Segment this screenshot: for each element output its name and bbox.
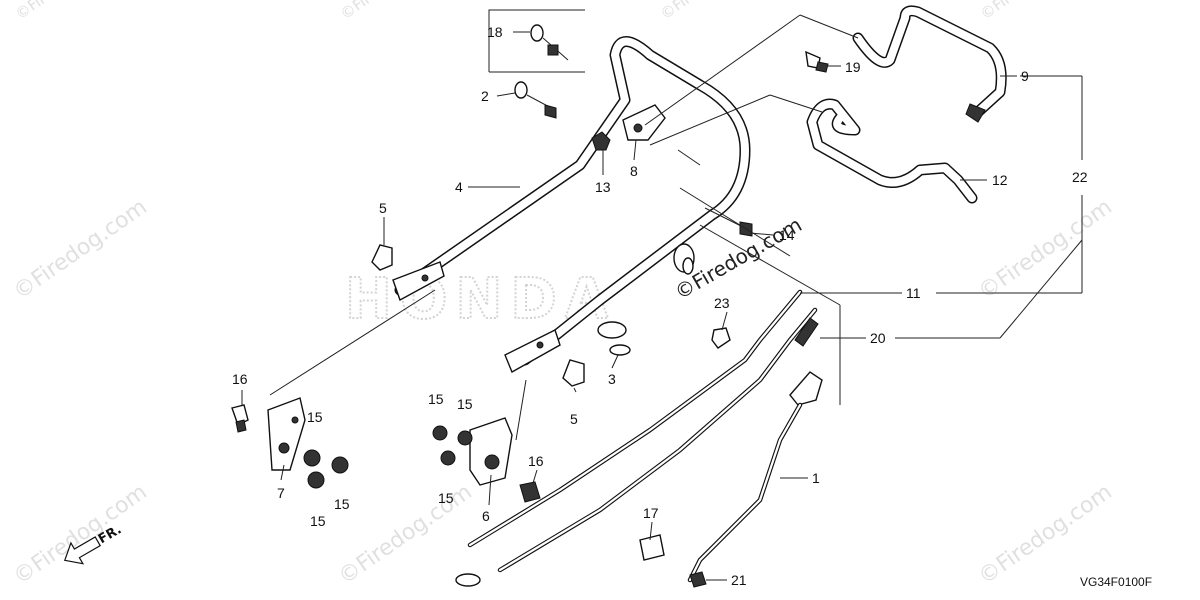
- cable-clamp-3: [597, 321, 631, 356]
- watermark: ©Firedog.com: [974, 480, 1117, 590]
- callout-20: 20: [870, 330, 886, 346]
- callout-15-f: 15: [438, 490, 454, 506]
- watermark: ©Firedog.com: [977, 0, 1075, 23]
- callout-22: 22: [1072, 169, 1088, 185]
- bolt-16-center: [519, 481, 541, 503]
- bolt-18: [530, 24, 569, 61]
- callout-18: 18: [487, 24, 503, 40]
- cable-clamp-upper: [673, 243, 695, 275]
- callout-7: 7: [277, 485, 285, 501]
- bolt-2: [514, 81, 557, 119]
- callout-2: 2: [481, 88, 489, 104]
- diagram-code: VG34F0100F: [1080, 575, 1152, 589]
- watermark: ©Firedog.com: [337, 0, 435, 23]
- callout-11: 11: [906, 285, 921, 301]
- front-arrow-icon: [63, 536, 102, 565]
- control-bar-9: [852, 5, 1007, 123]
- watermark: ©Firedog.com: [9, 480, 152, 590]
- leader-lines: [241, 14, 1083, 581]
- callout-15-c: 15: [310, 513, 326, 529]
- callout-19: 19: [845, 59, 861, 75]
- control-cable-20: [455, 307, 819, 587]
- bracket-6: [469, 417, 513, 486]
- knob-5-lower: [562, 359, 585, 387]
- callout-13: 13: [595, 179, 611, 195]
- watermark: ©Firedog.com: [974, 195, 1117, 305]
- cable-clip-17: [639, 534, 665, 561]
- watermark: ©Firedog.com: [657, 0, 755, 23]
- callout-8: 8: [630, 163, 638, 179]
- callout-5-upper: 5: [379, 200, 387, 216]
- callout-3: 3: [608, 371, 616, 387]
- callout-15-b: 15: [334, 496, 350, 512]
- watermark: ©Firedog.com: [334, 480, 477, 590]
- callout-15-d: 15: [428, 391, 444, 407]
- screw-21: [689, 571, 707, 588]
- callout-16-left: 16: [232, 371, 248, 387]
- clip-19: [805, 50, 829, 73]
- callout-4: 4: [455, 179, 463, 195]
- callout-16-center: 16: [528, 453, 544, 469]
- callout-15-a: 15: [307, 409, 323, 425]
- callout-labels: 18 2 4 5 13 8 19 9 12 22 14 11 20 23 3 5…: [232, 24, 1088, 588]
- control-bar-12: [806, 98, 978, 204]
- throttle-cable-11: [467, 289, 803, 548]
- callout-12: 12: [992, 172, 1008, 188]
- handle-upper-pipe: [394, 36, 751, 366]
- watermark: ©Firedog.com: [9, 195, 152, 305]
- watermark: ©Firedog.com: [12, 0, 110, 23]
- nut-13: [591, 131, 611, 151]
- callout-17: 17: [643, 505, 659, 521]
- callout-6: 6: [482, 508, 490, 524]
- inset-frame: [488, 9, 585, 72]
- callout-14: 14: [779, 227, 795, 243]
- nuts-15: [303, 425, 473, 489]
- nut-23: [711, 327, 731, 349]
- callout-5-lower: 5: [570, 411, 578, 427]
- handle-lower-pipe-4: [392, 261, 561, 373]
- knob-5-upper: [371, 244, 393, 271]
- bracket-7: [267, 397, 306, 471]
- callout-21: 21: [731, 572, 747, 588]
- bracket-8: [622, 104, 666, 141]
- bolt-16-left: [231, 404, 249, 433]
- callout-23: 23: [714, 295, 730, 311]
- control-cable-1: [687, 371, 823, 583]
- callout-9: 9: [1021, 68, 1029, 84]
- callout-1: 1: [812, 470, 820, 486]
- callout-15-e: 15: [457, 396, 473, 412]
